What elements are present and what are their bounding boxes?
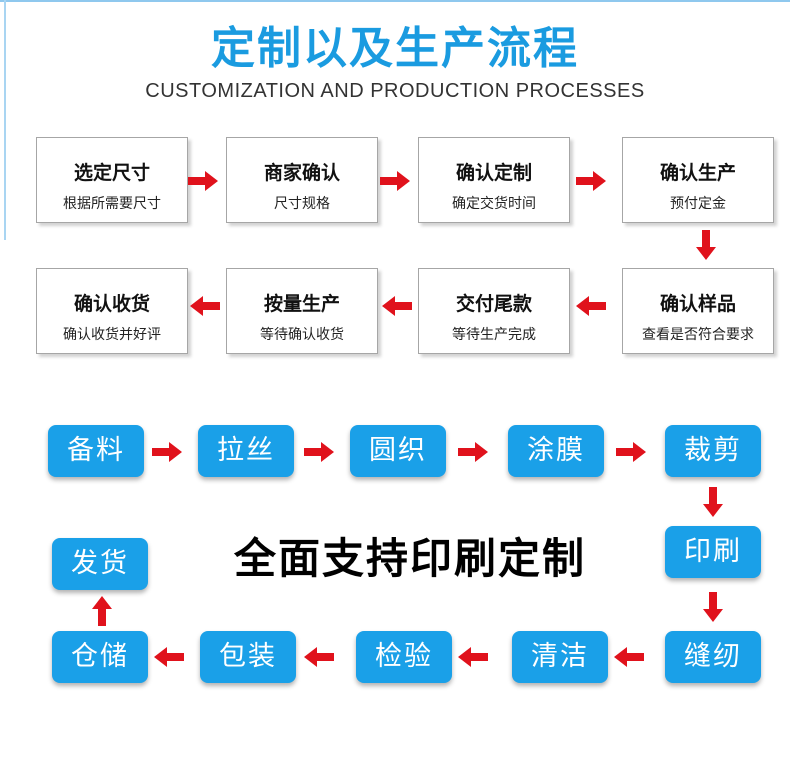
step-subtitle: 查看是否符合要求 [642, 327, 754, 343]
step-box-select-size: 选定尺寸 根据所需要尺寸 [36, 137, 188, 223]
step-title: 确认样品 [659, 293, 736, 315]
page-title: 定制以及生产流程 [211, 23, 579, 74]
arrow-left-icon [154, 647, 184, 667]
step-title: 确认定制 [455, 162, 532, 184]
side-divider [4, 0, 6, 240]
step-box-final-payment: 交付尾款 等待生产完成 [418, 268, 570, 354]
step-box-confirm-production: 确认生产 预付定金 [622, 137, 774, 223]
arrow-up-icon [92, 596, 112, 626]
arrow-left-icon [304, 647, 334, 667]
process-pill-drawing: 拉丝 [198, 425, 294, 477]
step-box-confirm-receipt: 确认收货 确认收货并好评 [36, 268, 188, 354]
arrow-left-icon [458, 647, 488, 667]
step-box-mass-production: 按量生产 等待确认收货 [226, 268, 378, 354]
process-pill-packing: 包装 [200, 631, 296, 683]
step-box-confirm-sample: 确认样品 查看是否符合要求 [622, 268, 774, 354]
arrow-down-icon [696, 230, 716, 260]
arrow-right-icon [458, 442, 488, 462]
arrow-down-icon [703, 592, 723, 622]
process-pill-weaving: 圆织 [350, 425, 446, 477]
print-customization-banner: 全面支持印刷定制 [233, 534, 586, 583]
step-title: 商家确认 [263, 162, 340, 184]
process-pill-shipping: 发货 [52, 538, 148, 590]
process-pill-material: 备料 [48, 425, 144, 477]
step-subtitle: 等待生产完成 [452, 327, 536, 343]
step-box-confirm-custom: 确认定制 确定交货时间 [418, 137, 570, 223]
step-title: 交付尾款 [455, 293, 532, 315]
process-pill-cutting: 裁剪 [665, 425, 761, 477]
step-subtitle: 确认收货并好评 [63, 327, 161, 343]
step-subtitle: 预付定金 [670, 196, 726, 212]
process-pill-printing: 印刷 [665, 526, 761, 578]
step-subtitle: 根据所需要尺寸 [63, 196, 161, 212]
process-pill-coating: 涂膜 [508, 425, 604, 477]
arrow-down-icon [703, 487, 723, 517]
step-subtitle: 尺寸规格 [274, 196, 330, 212]
step-box-merchant-confirm: 商家确认 尺寸规格 [226, 137, 378, 223]
step-title: 选定尺寸 [73, 162, 150, 184]
process-pill-cleaning: 清洁 [512, 631, 608, 683]
arrow-left-icon [614, 647, 644, 667]
arrow-right-icon [616, 442, 646, 462]
arrow-right-icon [188, 171, 218, 191]
arrow-left-icon [382, 296, 412, 316]
arrow-right-icon [576, 171, 606, 191]
top-divider [0, 0, 790, 2]
step-title: 确认生产 [659, 162, 736, 184]
arrow-right-icon [152, 442, 182, 462]
step-subtitle: 等待确认收货 [260, 327, 344, 343]
arrow-left-icon [190, 296, 220, 316]
arrow-right-icon [380, 171, 410, 191]
process-pill-sewing: 缝纫 [665, 631, 761, 683]
process-pill-inspection: 检验 [356, 631, 452, 683]
step-subtitle: 确定交货时间 [452, 196, 536, 212]
arrow-left-icon [576, 296, 606, 316]
arrow-right-icon [304, 442, 334, 462]
process-pill-storage: 仓储 [52, 631, 148, 683]
page-subtitle: CUSTOMIZATION AND PRODUCTION PROCESSES [145, 80, 645, 102]
step-title: 确认收货 [73, 293, 150, 315]
step-title: 按量生产 [263, 293, 340, 315]
